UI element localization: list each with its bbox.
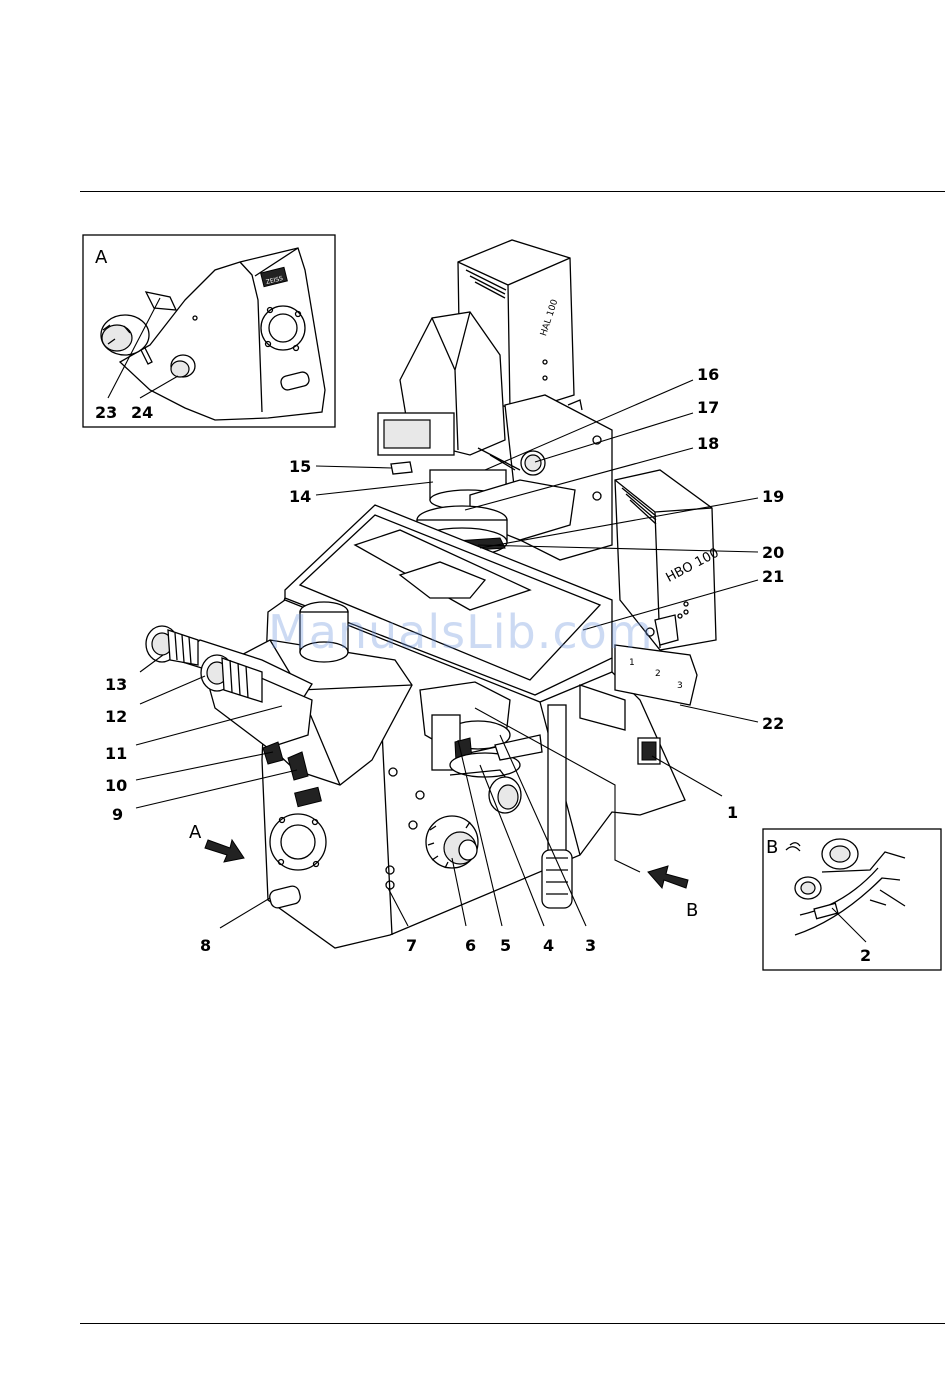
leader-10	[136, 752, 273, 780]
callout-2: 2	[860, 946, 871, 965]
callout-24: 24	[131, 403, 153, 422]
callout-12: 12	[105, 707, 127, 726]
filter-pos-3: 3	[677, 681, 683, 691]
eyepiece-left	[146, 626, 198, 665]
filter-pos-1: 1	[629, 658, 635, 668]
stage-drive-rod	[548, 705, 566, 855]
callout-7: 7	[406, 936, 417, 955]
inset-a: A ZEISS 23 24	[83, 235, 335, 427]
callout-1: 1	[727, 803, 738, 822]
callout-13: 13	[105, 675, 127, 694]
callout-4: 4	[543, 936, 554, 955]
callout-20: 20	[762, 543, 784, 562]
filter-pos-2: 2	[655, 669, 661, 679]
leader-14	[316, 482, 433, 495]
callout-17: 17	[697, 398, 719, 417]
leader-15	[316, 466, 392, 468]
inset-b-letter: B	[766, 837, 778, 858]
callout-6: 6	[465, 936, 476, 955]
callout-9: 9	[112, 805, 123, 824]
inset-a-letter: A	[95, 247, 108, 268]
view-arrow-b-letter: B	[686, 900, 698, 921]
callout-18: 18	[697, 434, 719, 453]
leader-8	[220, 898, 270, 928]
callout-15: 15	[289, 457, 311, 476]
callout-16: 16	[697, 365, 719, 384]
callout-10: 10	[105, 776, 127, 795]
watermark: ManualsLib.com	[268, 605, 654, 659]
callout-11: 11	[105, 744, 127, 763]
leader-22	[680, 705, 758, 722]
callout-22: 22	[762, 714, 784, 733]
leader-12	[140, 676, 205, 704]
view-arrow-a: A	[189, 822, 244, 862]
callout-14: 14	[289, 487, 311, 506]
callout-21: 21	[762, 567, 784, 586]
callout-3: 3	[585, 936, 596, 955]
view-arrow-a-letter: A	[189, 822, 202, 843]
callout-23: 23	[95, 403, 117, 422]
inset-b: B 2	[763, 829, 941, 970]
callout-19: 19	[762, 487, 784, 506]
callout-8: 8	[200, 936, 211, 955]
callout-5: 5	[500, 936, 511, 955]
